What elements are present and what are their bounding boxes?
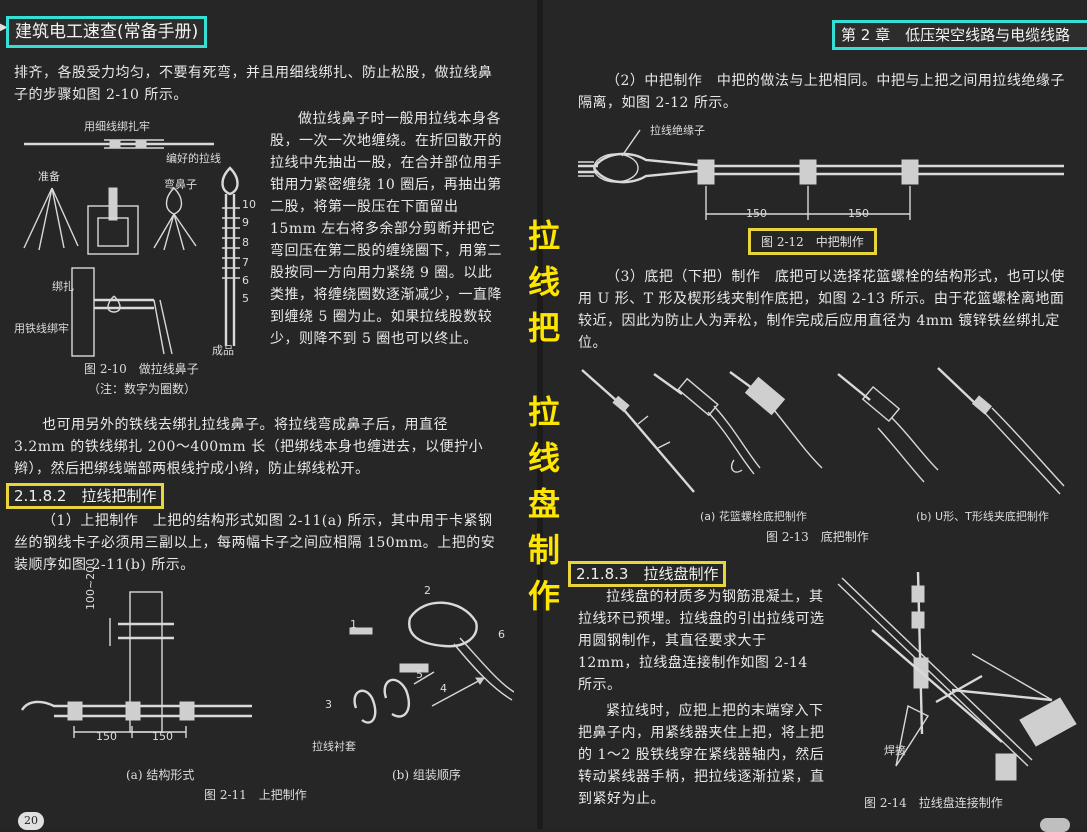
left-side-paragraph: 做拉线鼻子时一般用拉线本身各股，一次一次地缠绕。在折回散开的拉线中先抽出一股，在… (270, 111, 502, 347)
fig213-subcaption-a: (a) 花篮螺栓底把制作 (700, 510, 807, 523)
fig211-part-number: 5 (416, 668, 423, 681)
fig210-label-iron-wire: 用铁线绑牢 (14, 322, 69, 335)
fig210-label-binding-thread: 用细线绑扎牢 (84, 120, 150, 133)
figure-2-11-drawing (20, 591, 514, 738)
right-running-header: 第 2 章 低压架空线路与电缆线路 (832, 20, 1087, 50)
overlay-title-bottom-char: 作 (527, 577, 560, 615)
overlay-title-top-char: 拉 (527, 217, 560, 255)
left-paragraph-3: （1）上把制作 上把的结构形式如图 2-11(a) 所示，其中用于卡紧钢丝的钢线… (14, 513, 496, 573)
fig211-part-number: 3 (325, 698, 332, 711)
page-number: 20 (18, 812, 44, 830)
fig211-subcaption-b: (b) 组装顺序 (392, 768, 461, 782)
fig210-label-prepare: 准备 (38, 170, 60, 183)
fig210-turn-count: 10 (242, 198, 256, 211)
fig210-turn-count: 8 (242, 236, 249, 249)
left-page-arrow-icon: ▶ (0, 22, 8, 33)
figure-2-12-caption: 图 2-12 中把制作 (748, 228, 877, 255)
fig214-label-weld: 焊接 (884, 744, 906, 757)
overlay-title-top-char: 把 (527, 309, 560, 347)
fig211-part-number: 4 (440, 682, 447, 695)
page-corner-mark (1040, 818, 1070, 832)
section-heading-2-1-8-3: 2.1.8.3 拉线盘制作 (568, 561, 727, 587)
figure-2-10-note: （注：数字为圈数） (88, 382, 197, 396)
fig212-label-insulator: 拉线绝缘子 (650, 124, 705, 137)
figure-2-13-caption: 图 2-13 底把制作 (766, 530, 869, 544)
fig210-label-woven-rope: 编好的拉线 (166, 152, 221, 165)
fig211-subcaption-a: (a) 结构形式 (126, 768, 195, 782)
overlay-title-bottom-char: 拉 (527, 393, 560, 431)
fig210-label-bend-nose: 弯鼻子 (164, 178, 197, 191)
fig211-dim-a: 150 (96, 730, 117, 743)
page-gutter (537, 0, 543, 829)
figure-2-14-caption: 图 2-14 拉线盘连接制作 (864, 796, 1003, 810)
overlay-title-top-char: 线 (527, 263, 560, 301)
figure-2-12-drawing (578, 129, 1064, 220)
fig211-dim-vertical: 100~200 (84, 558, 97, 610)
fig210-turn-count: 6 (242, 274, 249, 287)
overlay-title-bottom-char: 线 (527, 439, 560, 477)
figure-2-10-caption: 图 2-10 做拉线鼻子 (84, 362, 199, 376)
fig210-turn-count: 9 (242, 216, 249, 229)
left-page (0, 0, 537, 829)
figure-2-13-drawing (581, 367, 1065, 495)
figure-2-10-drawing (23, 139, 240, 357)
section-heading-2-1-8-2: 2.1.8.2 拉线把制作 (6, 483, 165, 509)
left-running-header: 建筑电工速查(常备手册) (6, 16, 208, 48)
fig210-turn-count: 7 (242, 256, 249, 269)
fig211-label-liner: 拉线衬套 (312, 740, 356, 753)
figure-2-14-drawing (837, 571, 1077, 781)
fig210-label-product: 成品 (212, 344, 234, 357)
figure-2-11-caption: 图 2-11 上把制作 (204, 788, 307, 802)
fig211-part-number: 6 (498, 628, 505, 641)
fig213-subcaption-b: (b) U形、T形线夹底把制作 (916, 510, 1049, 523)
fig211-part-number: 2 (424, 584, 431, 597)
fig211-dim-b: 150 (152, 730, 173, 743)
fig211-part-number: 1 (350, 618, 357, 631)
right-paragraph-4: 紧拉线时，应把上把的末端穿入下把鼻子内，用紧线器夹住上把，将上把的 1～2 股铁… (578, 703, 825, 807)
overlay-title-bottom-char: 盘 (527, 485, 560, 523)
right-paragraph-1: （2）中把制作 中把的做法与上把相同。中把与上把之间用拉线绝缘子隔离，如图 2-… (578, 73, 1065, 111)
right-paragraph-2: （3）底把（下把）制作 底把可以选择花篮螺栓的结构形式，也可以使用 U 形、T … (578, 269, 1065, 351)
left-paragraph-2: 也可用另外的铁线去绑扎拉线鼻子。将拉线弯成鼻子后，用直径 3.2mm 的铁线绑扎… (14, 417, 484, 477)
fig210-label-bind: 绑扎 (52, 280, 74, 293)
fig212-dim-a: 150 (746, 207, 767, 220)
fig210-turn-count: 5 (242, 292, 249, 305)
fig212-dim-b: 150 (848, 207, 869, 220)
right-paragraph-3: 拉线盘的材质多为钢筋混凝土，其拉线环已预埋。拉线盘的引出拉线可选用圆钢制作，其直… (578, 589, 825, 693)
left-intro-paragraph: 排齐，各股受力均匀，不要有死弯，并且用细线绑扎、防止松股，做拉线鼻子的步骤如图 … (14, 65, 493, 103)
overlay-title-bottom-char: 制 (527, 531, 560, 569)
